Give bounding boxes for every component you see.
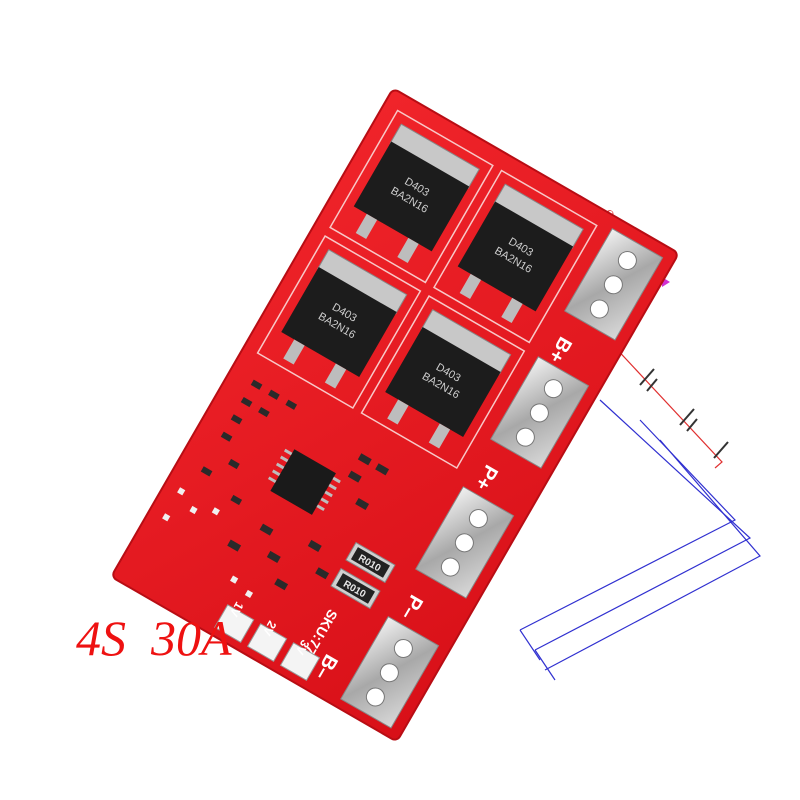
pcb-board: B+ P+ P– B– SKU:7764 [112,89,678,741]
shunt-resistor-2: R010 [330,567,381,610]
balance-pads [214,604,321,681]
terminal-p-plus [490,356,590,469]
terminal-b-plus [564,227,664,341]
terminal-p-minus [415,486,515,599]
mosfet-2: D403 BA2N16 [457,183,584,323]
mosfet-array: D403 BA2N16 D403 BA2N16 D403 BA2N16 [256,109,598,470]
pad-label-2v: 2V [260,618,279,638]
protection-ic [267,448,341,515]
blue-wire-ends [519,629,556,681]
pad-label-1v: 1V [227,599,246,619]
shunt-resistors: R010 R010 [330,541,396,610]
blue-wire-3 [544,439,761,671]
mosfet-1: D403 BA2N16 [353,123,480,263]
terminal-b-minus [340,615,440,729]
smd-components [200,379,390,591]
pad-label-3v: 3V [293,637,312,657]
blue-wire-1 [534,399,752,651]
smd-pads [162,487,254,599]
mosfet-4: D403 BA2N16 [385,309,512,449]
shunt-resistor-1: R010 [345,541,396,584]
product-caption: 4S 30A [76,610,232,666]
mosfet-3: D403 BA2N16 [281,249,408,389]
